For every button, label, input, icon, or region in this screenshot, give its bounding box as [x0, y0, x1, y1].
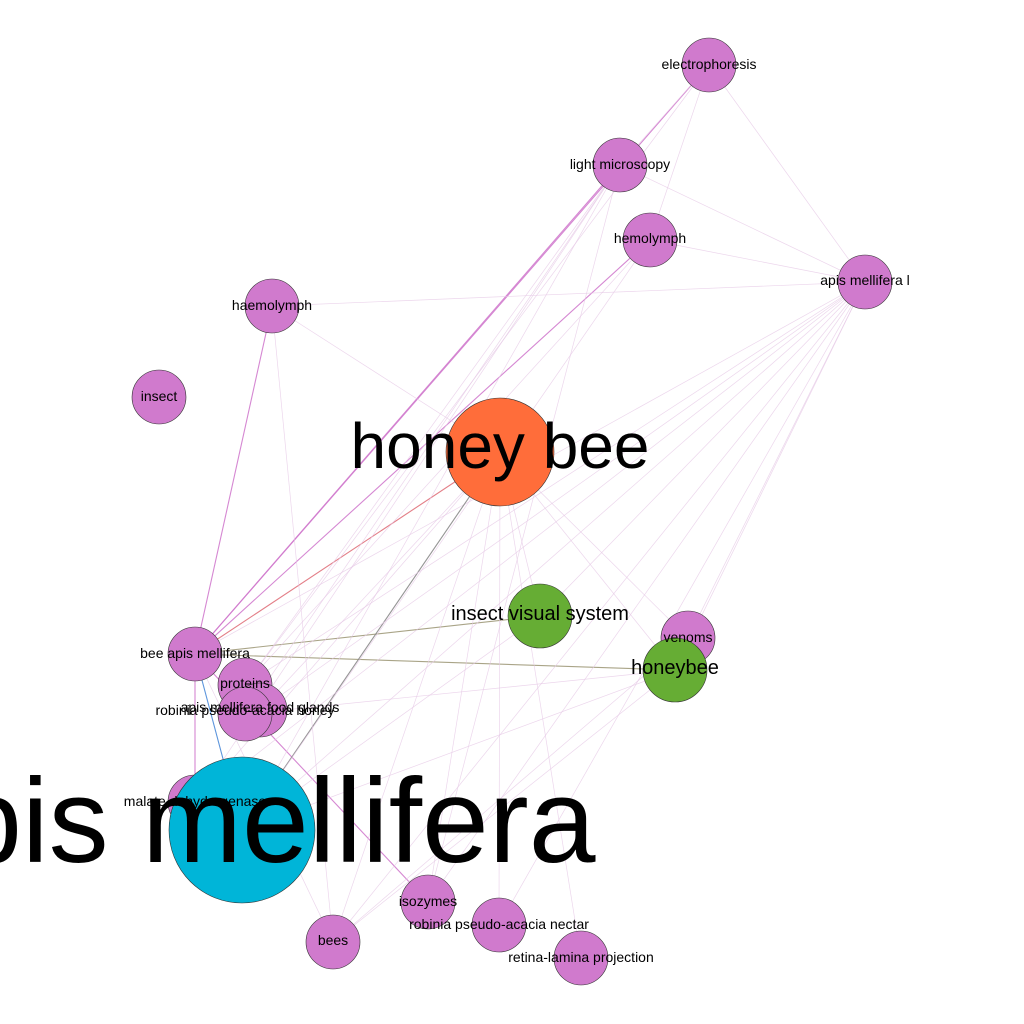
edge-apis-mellifera-light-microscopy: [241, 164, 621, 831]
edge-proteins-apis-mellifera-l: [244, 281, 866, 686]
node-insect[interactable]: [131, 369, 187, 425]
node-label-apis-mellifera: apis mellifera: [0, 754, 596, 888]
edge-apis-mellifera-hemolymph: [241, 239, 651, 831]
node-retina-lamina-projection[interactable]: [553, 930, 609, 986]
node-honey-bee[interactable]: [445, 397, 555, 507]
edge-apis-mellifera-honeybee: [241, 669, 676, 831]
edge-bee-apis-mellifera-hemolymph: [194, 239, 651, 655]
edge-apis-mellifera-apis-mellifera-l: [241, 281, 866, 831]
edge-bee-apis-mellifera-honeybee: [194, 653, 676, 671]
node-robinia-pseudo-acacia-nectar[interactable]: [471, 897, 527, 953]
edge-robinia-pseudo-acacia-nectar-honey-bee: [498, 451, 501, 926]
nodes-layer: [131, 37, 893, 986]
edge-hemolymph-apis-mellifera-l: [649, 239, 866, 283]
edge-bees-venoms: [332, 637, 689, 943]
node-apis-mellifera[interactable]: [168, 756, 316, 904]
node-electrophoresis[interactable]: [681, 37, 737, 93]
node-label-apis-mellifera-food-glands: apis mellifera food glands: [181, 699, 340, 715]
node-haemolymph[interactable]: [244, 278, 300, 334]
edge-isozymes-light-microscopy: [427, 164, 621, 903]
node-label-malate-dehydrogenase: malate dehydrogenase: [124, 793, 267, 809]
node-honeybee[interactable]: [642, 637, 708, 703]
edge-isozymes-apis-mellifera-l: [427, 281, 866, 903]
node-robinia-pseudo-acacia-honey[interactable]: [217, 686, 273, 742]
edge-isozymes-honey-bee: [427, 451, 501, 903]
edge-malate-dehydrogenase-apis-mellifera-l: [194, 281, 866, 803]
node-label-bees: bees: [318, 932, 348, 948]
node-label-retina-lamina-projection: retina-lamina projection: [508, 949, 654, 965]
node-label-electrophoresis: electrophoresis: [662, 56, 757, 72]
node-label-apis-mellifera-l: apis mellifera l: [820, 272, 909, 288]
node-label-robinia-pseudo-acacia-honey: robinia pseudo-acacia honey: [155, 702, 334, 718]
node-label-proteins: proteins: [220, 675, 270, 691]
edge-bees-apis-mellifera-l: [332, 281, 866, 943]
edge-electrophoresis-apis-mellifera-l: [708, 64, 866, 283]
node-isozymes[interactable]: [400, 874, 456, 930]
edge-bee-apis-mellifera-haemolymph: [194, 305, 273, 655]
node-insect-visual-system[interactable]: [507, 583, 573, 649]
node-label-haemolymph: haemolymph: [232, 297, 312, 313]
edge-venoms-apis-mellifera-l: [687, 281, 866, 639]
edge-light-microscopy-apis-mellifera-l: [619, 164, 866, 283]
node-label-isozymes: isozymes: [399, 893, 457, 909]
node-apis-mellifera-l[interactable]: [837, 254, 893, 310]
node-label-honeybee: honeybee: [631, 657, 719, 679]
edge-apis-mellifera-food-glands-apis-mellifera-l: [259, 281, 866, 711]
edge-proteins-light-microscopy: [244, 164, 621, 686]
edge-apis-mellifera-food-glands-honey-bee: [259, 451, 501, 711]
node-label-hemolymph: hemolymph: [614, 230, 686, 246]
edge-electrophoresis-hemolymph: [649, 64, 710, 241]
edge-haemolymph-apis-mellifera-l: [271, 281, 866, 307]
edge-haemolymph-bees: [271, 305, 334, 943]
node-label-light-microscopy: light microscopy: [570, 156, 670, 172]
edge-robinia-pseudo-acacia-honey-honeybee: [244, 669, 676, 715]
edge-honeybee-apis-mellifera-l: [674, 281, 866, 671]
edge-apis-mellifera-honey-bee: [241, 451, 501, 831]
edge-bees-honey-bee: [332, 451, 501, 943]
node-light-microscopy[interactable]: [592, 137, 648, 193]
node-label-venoms: venoms: [663, 629, 712, 645]
node-hemolymph[interactable]: [622, 212, 678, 268]
labels-layer: electrophoresis light microscopy hemolymph…: [0, 56, 910, 965]
edge-insect-visual-system-apis-mellifera-l: [539, 281, 866, 617]
node-label-robinia-pseudo-acacia-nectar: robinia pseudo-acacia nectar: [409, 916, 589, 932]
edge-bee-apis-mellifera-insect-visual-system: [194, 615, 541, 655]
edge-robinia-pseudo-acacia-nectar-apis-mellifera-l: [498, 281, 866, 926]
edge-robinia-pseudo-acacia-honey-light-microscopy: [244, 164, 621, 715]
node-label-honey-bee: honey bee: [351, 410, 650, 482]
node-bees[interactable]: [305, 914, 361, 970]
node-label-bee-apis-mellifera: bee apis mellifera: [140, 645, 250, 661]
node-label-insect-visual-system: insect visual system: [451, 603, 629, 625]
edge-retina-lamina-projection-honey-bee: [499, 451, 582, 959]
edge-malate-dehydrogenase-honey-bee: [194, 451, 501, 803]
edge-bee-apis-mellifera-honey-bee: [194, 451, 501, 655]
node-label-insect: insect: [141, 388, 178, 404]
node-bee-apis-mellifera[interactable]: [167, 626, 223, 682]
